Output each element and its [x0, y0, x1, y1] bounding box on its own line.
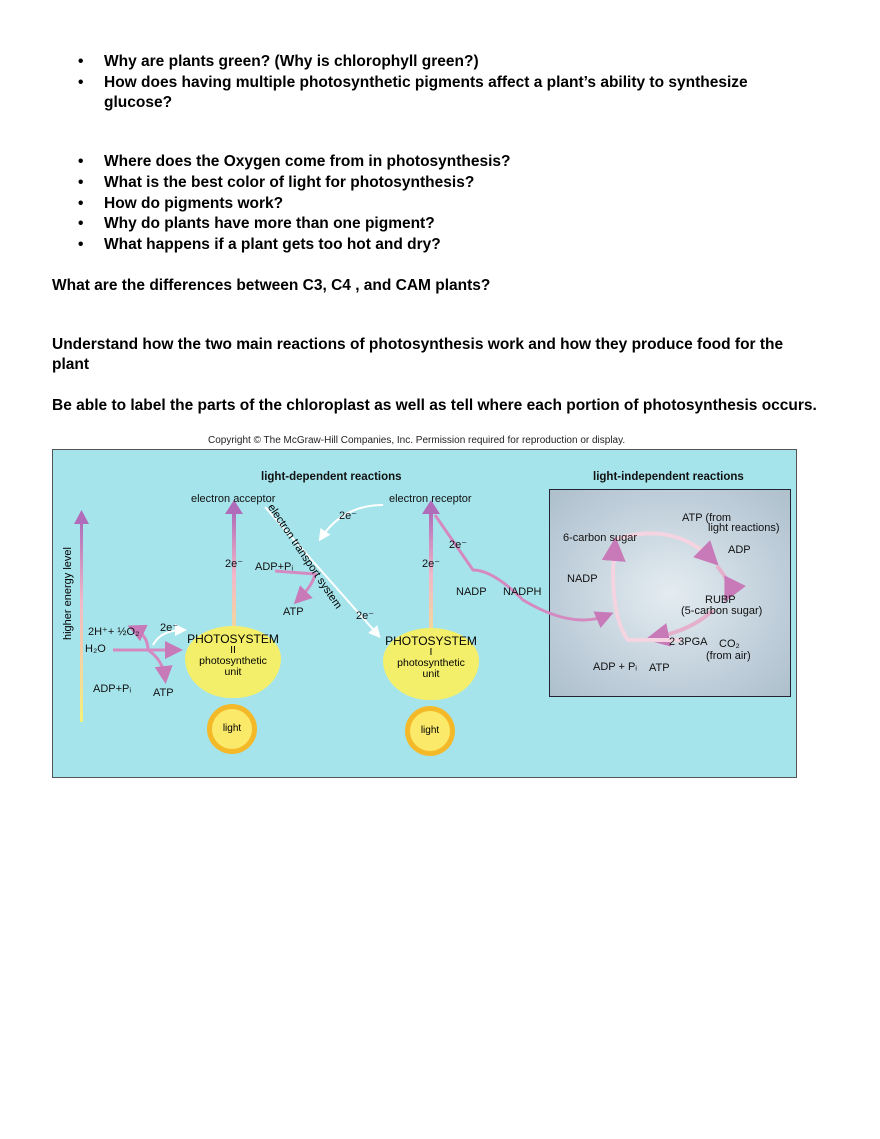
receptor-to-ets-arrow [318, 504, 384, 542]
pga-label: 2 3PGA [669, 636, 708, 648]
question-item: • Why are plants green? (Why is chlorophy… [78, 52, 808, 72]
adp-pi-label: ADP + Pᵢ [593, 661, 638, 673]
electron-transport-arrow [264, 506, 381, 638]
electron-label: 2e⁻ [449, 539, 468, 551]
photosystem-numeral: II [230, 644, 236, 656]
atp-label: ATP [153, 687, 174, 699]
co2-label: CO₂ [719, 638, 740, 650]
electron-label: 2e⁻ [356, 610, 375, 622]
psi-excitation-arrow [422, 500, 440, 672]
paragraph-chloroplast: Be able to label the parts of the chloro… [52, 397, 817, 414]
five-carbon-sugar-label: (5-carbon sugar) [681, 605, 763, 617]
light-reactions-label: light reactions) [708, 522, 780, 534]
adp-pi-label: ADP+Pᵢ [255, 561, 294, 573]
water-label: H₂O [85, 643, 106, 655]
electron-receptor-label: electron receptor [389, 493, 472, 505]
calvin-cycle-box [549, 489, 791, 697]
psii-excitation-arrow [225, 500, 243, 672]
bullet: • [78, 195, 84, 212]
question-text: Where does the Oxygen come from in photo… [104, 153, 511, 170]
photosystem-subtitle: photosynthetic unit [199, 655, 267, 678]
calvin-cycle-arrows [601, 531, 746, 647]
nadp-label: NADP [456, 586, 487, 598]
sun-icon: light [410, 711, 450, 751]
photosystem-subtitle: photosynthetic unit [397, 657, 465, 680]
question-text: How does having multiple photosynthetic … [104, 74, 748, 111]
nadp-label: NADP [567, 573, 598, 585]
question-item: • What happens if a plant gets too hot an… [78, 235, 808, 255]
light-dependent-heading: light-dependent reactions [261, 471, 402, 483]
bullet: • [78, 153, 84, 170]
question-item: • How does having multiple photosynthetic… [78, 73, 808, 113]
nadph-arrow [433, 514, 614, 628]
question-item: • How do pigments work? [78, 194, 808, 214]
adp-label: ADP [728, 544, 751, 556]
sun-icon: light [212, 709, 252, 749]
adp-pi-label: ADP+Pᵢ [93, 683, 132, 695]
photosystem-title: PHOTOSYSTEM [385, 634, 477, 648]
question-item: • What is the best color of light for pho… [78, 173, 808, 193]
atp-arrow-psii [147, 648, 173, 684]
atp-label: ATP [283, 606, 304, 618]
electron-acceptor-label: electron acceptor [191, 493, 276, 505]
bullet: • [78, 53, 84, 70]
bullet: • [78, 74, 84, 91]
atp-from-label: ATP (from [682, 512, 732, 524]
bullet: • [78, 174, 84, 191]
question-text: What happens if a plant gets too hot and… [104, 236, 441, 253]
six-carbon-sugar-label: 6-carbon sugar [563, 532, 637, 544]
question-text: Why are plants green? (Why is chlorophyl… [104, 53, 479, 70]
copyright-notice: Copyright © The McGraw-Hill Companies, I… [208, 435, 626, 446]
electron-label: 2e⁻ [160, 622, 179, 634]
energy-axis-label: higher energy level [62, 547, 74, 640]
paragraph-two-reactions: Understand how the two main reactions of… [52, 336, 784, 373]
photosynthesis-diagram: light-dependent reactions light-independ… [52, 449, 797, 778]
bullet: • [78, 215, 84, 232]
nadph-label: NADPH [503, 586, 542, 598]
question-item: • Why do plants have more than one pigmen… [78, 214, 808, 234]
oxygen-arrow [127, 624, 150, 651]
electron-label: 2e⁻ [225, 558, 244, 570]
light-independent-heading: light-independent reactions [593, 471, 744, 483]
question-text: Why do plants have more than one pigment… [104, 215, 435, 232]
light-label: light [222, 723, 242, 734]
photosystem-title: PHOTOSYSTEM [187, 632, 279, 646]
rubp-label: RUBP [705, 594, 736, 606]
electron-to-psii-arrow [152, 624, 187, 646]
photosystem-ii: PHOTOSYSTEM II photosynthetic unit [185, 626, 281, 698]
question-item: • Where does the Oxygen come from in phot… [78, 152, 808, 172]
question-text: How do pigments work? [104, 195, 284, 212]
energy-axis-arrow [74, 510, 89, 722]
bullet: • [78, 236, 84, 253]
paragraph-c3-c4-cam: What are the differences between C3, C4 … [52, 277, 491, 294]
diagram-arrows [74, 500, 746, 722]
photosystem-i: PHOTOSYSTEM I photosynthetic unit [383, 628, 479, 700]
electron-label: 2e⁻ [339, 510, 358, 522]
atp-label: ATP [649, 662, 670, 674]
photosystem-numeral: I [429, 646, 433, 658]
atp-synthesis-arrow [274, 569, 317, 605]
electron-label: 2e⁻ [422, 558, 441, 570]
light-label: light [420, 725, 440, 736]
hydrogen-oxygen-label: 2H⁺+ ½O₂ [88, 626, 140, 638]
question-text: What is the best color of light for phot… [104, 174, 475, 191]
from-air-label: (from air) [706, 650, 751, 662]
